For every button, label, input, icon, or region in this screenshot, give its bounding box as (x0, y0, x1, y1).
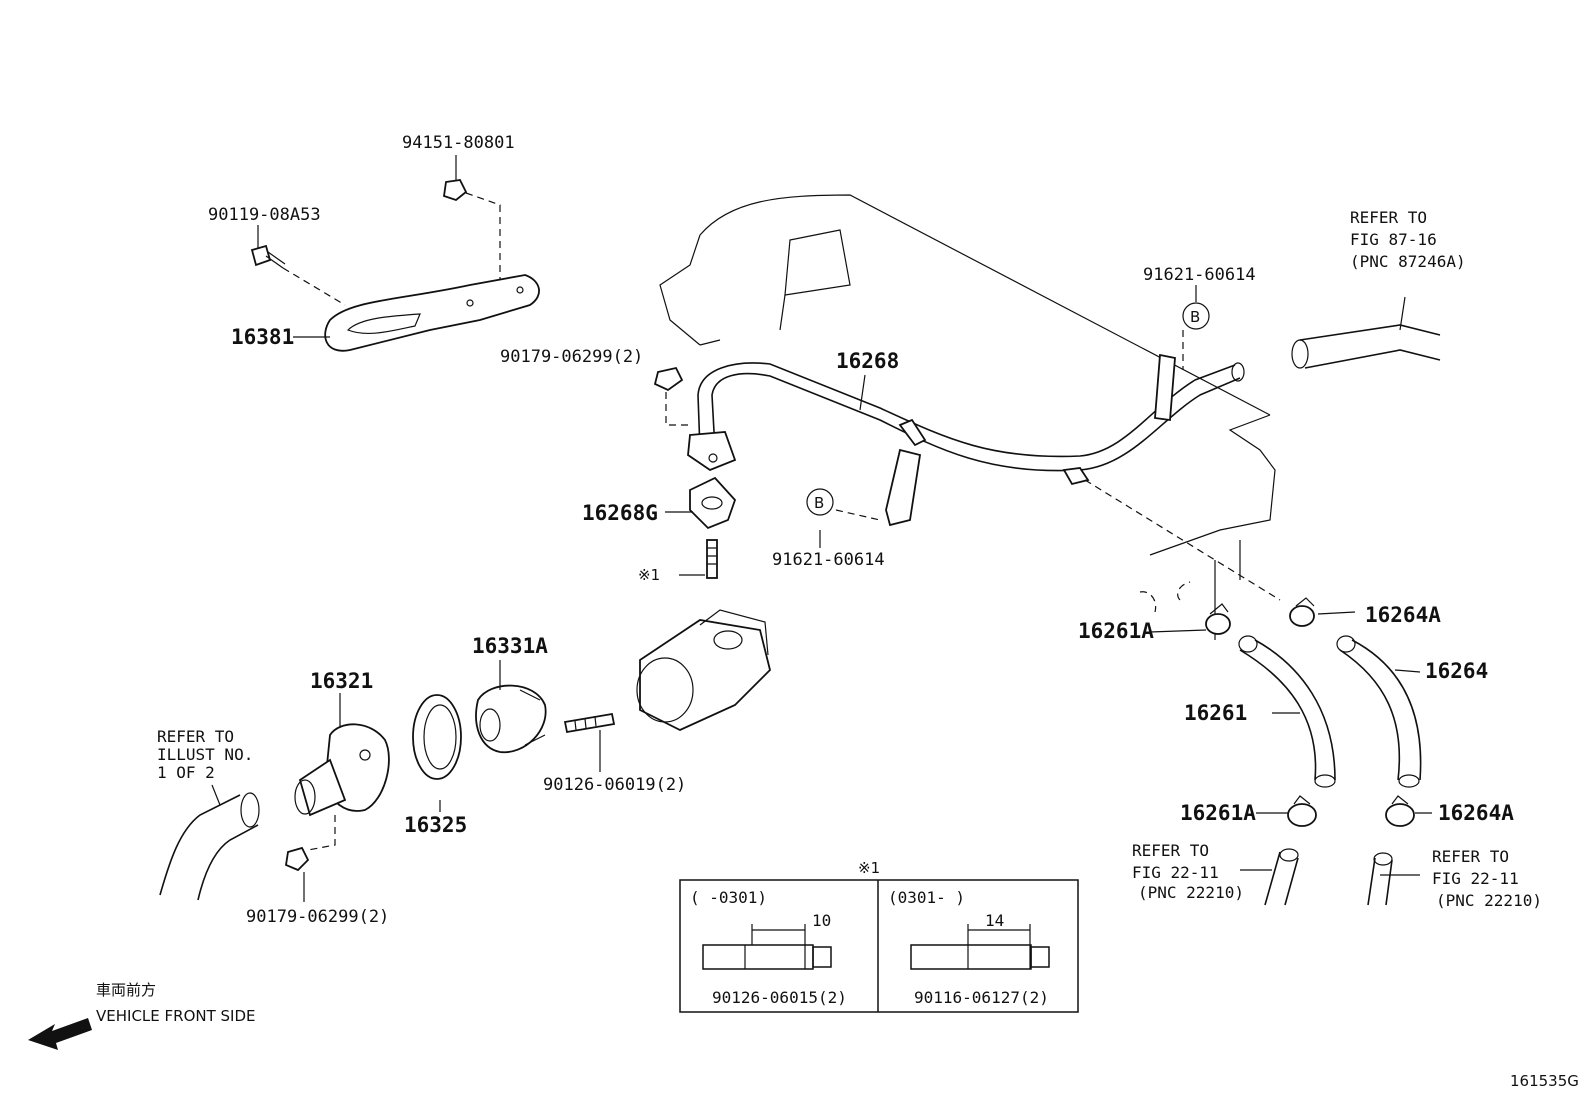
label-16264a-bottom: 16264A (1438, 801, 1514, 825)
refer-note-bottom-mid: REFER TO FIG 22-11 (PNC 22210) (1132, 841, 1244, 902)
nut-90179-upper (653, 366, 684, 392)
front-label-en: VEHICLE FRONT SIDE (96, 1007, 256, 1025)
inset-left-part: 90126-06015(2) (712, 988, 847, 1007)
hose-16261 (1238, 635, 1336, 788)
circle-b-top (1182, 302, 1210, 330)
label-16264a-top: 16264A (1365, 603, 1441, 627)
refer-top-right-line-2: FIG 87-16 (1350, 230, 1437, 249)
figure-id: 161535G (1510, 1072, 1579, 1090)
refer-note-bottom-right: REFER TO FIG 22-11 (PNC 22210) (1432, 847, 1542, 910)
inset-title: ※1 (858, 859, 880, 877)
label-90179-lower: 90179-06299(2) (246, 907, 389, 927)
bolt-90119-08a53 (250, 244, 286, 269)
clamp-16264a-bottom (1385, 795, 1415, 827)
refer-top-right-line-3: (PNC 87246A) (1350, 252, 1466, 271)
refer-bottom-mid-line-2: FIG 22-11 (1132, 863, 1219, 882)
inset-right-part: 90116-06127(2) (914, 988, 1049, 1007)
inlet-16321 (294, 723, 390, 817)
inset-left-stud (702, 924, 832, 970)
label-16325: 16325 (404, 813, 467, 837)
hose-refer-top (1291, 324, 1441, 369)
refer-left-line-1: REFER TO (157, 727, 234, 746)
leader-lines (211, 155, 1432, 902)
inset-right-header: (0301- ) (888, 888, 965, 907)
label-16261a-top: 16261A (1078, 619, 1154, 643)
inset-frame (679, 879, 1079, 1013)
label-16261a-bottom: 16261A (1180, 801, 1256, 825)
inset-right-dim: 14 (985, 911, 1004, 930)
pipe-16268 (687, 353, 1245, 527)
refer-note-left: REFER TO ILLUST NO. 1 OF 2 (157, 727, 253, 782)
thermostat-16331a (475, 684, 547, 753)
refer-bottom-right-line-2: FIG 22-11 (1432, 869, 1519, 888)
inset-right-stud (910, 924, 1050, 970)
hose-refer-bottom-right (1367, 852, 1393, 906)
refer-left-line-3: 1 OF 2 (157, 763, 215, 782)
label-94151-80801: 94151-80801 (402, 133, 515, 153)
clamp-16264a-top (1289, 597, 1315, 627)
label-16331a: 16331A (472, 634, 548, 658)
leader-nut-lower (307, 815, 336, 851)
circle-b-top-label: B (1190, 308, 1200, 326)
inset-note1: ※1 ( -0301) (0301- ) 10 14 90126-06015( (679, 859, 1079, 1013)
label-90179-upper: 90179-06299(2) (500, 347, 643, 367)
leader-pipe-hose (1084, 479, 1281, 601)
circle-b-bottom (806, 488, 834, 516)
refer-top-right-line-1: REFER TO (1350, 208, 1427, 227)
leader-bolt (282, 267, 346, 306)
stud-90126-06019 (563, 712, 616, 734)
refer-bottom-mid-line-1: REFER TO (1132, 841, 1209, 860)
front-arrow-icon (28, 1018, 92, 1050)
engine-block-outline (659, 194, 1276, 640)
gasket-16268g (689, 476, 737, 530)
nut-94151-80801 (443, 179, 468, 202)
label-16268g: 16268G (582, 501, 658, 525)
circle-b-bottom-label: B (814, 494, 824, 512)
clamp-16261a-top (1139, 581, 1231, 635)
radiator-hose-left (159, 792, 260, 901)
label-16261: 16261 (1184, 701, 1247, 725)
label-16264: 16264 (1425, 659, 1488, 683)
water-inlet-housing (636, 609, 771, 731)
front-label-jp: 車両前方 (96, 981, 156, 999)
label-16381: 16381 (231, 325, 294, 349)
leader-nut (465, 192, 501, 280)
inset-left-dim: 10 (812, 911, 831, 930)
label-16321: 16321 (310, 669, 373, 693)
hose-16264 (1336, 635, 1422, 788)
refer-left-line-2: ILLUST NO. (157, 745, 253, 764)
hose-refer-bottom-mid (1264, 848, 1299, 906)
nut-90179-lower (285, 846, 310, 872)
label-90119-08a53: 90119-08A53 (208, 205, 321, 225)
leader-b2 (835, 509, 881, 521)
vehicle-front-indicator: 車両前方 VEHICLE FRONT SIDE (28, 981, 256, 1050)
refer-bottom-mid-line-3: (PNC 22210) (1138, 883, 1244, 902)
label-90126-06019: 90126-06019(2) (543, 775, 686, 795)
inset-left-header: ( -0301) (690, 888, 767, 907)
bracket-16381 (324, 274, 540, 352)
leader-nut-upper (665, 392, 690, 426)
label-91621-60614-bottom: 91621-60614 (772, 550, 885, 570)
stud-note1 (706, 539, 718, 579)
label-note1: ※1 (638, 566, 660, 584)
clamp-16261a-bottom (1287, 795, 1317, 827)
refer-bottom-right-line-3: (PNC 22210) (1436, 891, 1542, 910)
label-91621-60614-top: 91621-60614 (1143, 265, 1256, 285)
refer-bottom-right-line-1: REFER TO (1432, 847, 1509, 866)
label-16268: 16268 (836, 349, 899, 373)
gasket-16325 (412, 694, 462, 780)
refer-note-top-right: REFER TO FIG 87-16 (PNC 87246A) (1350, 208, 1466, 271)
